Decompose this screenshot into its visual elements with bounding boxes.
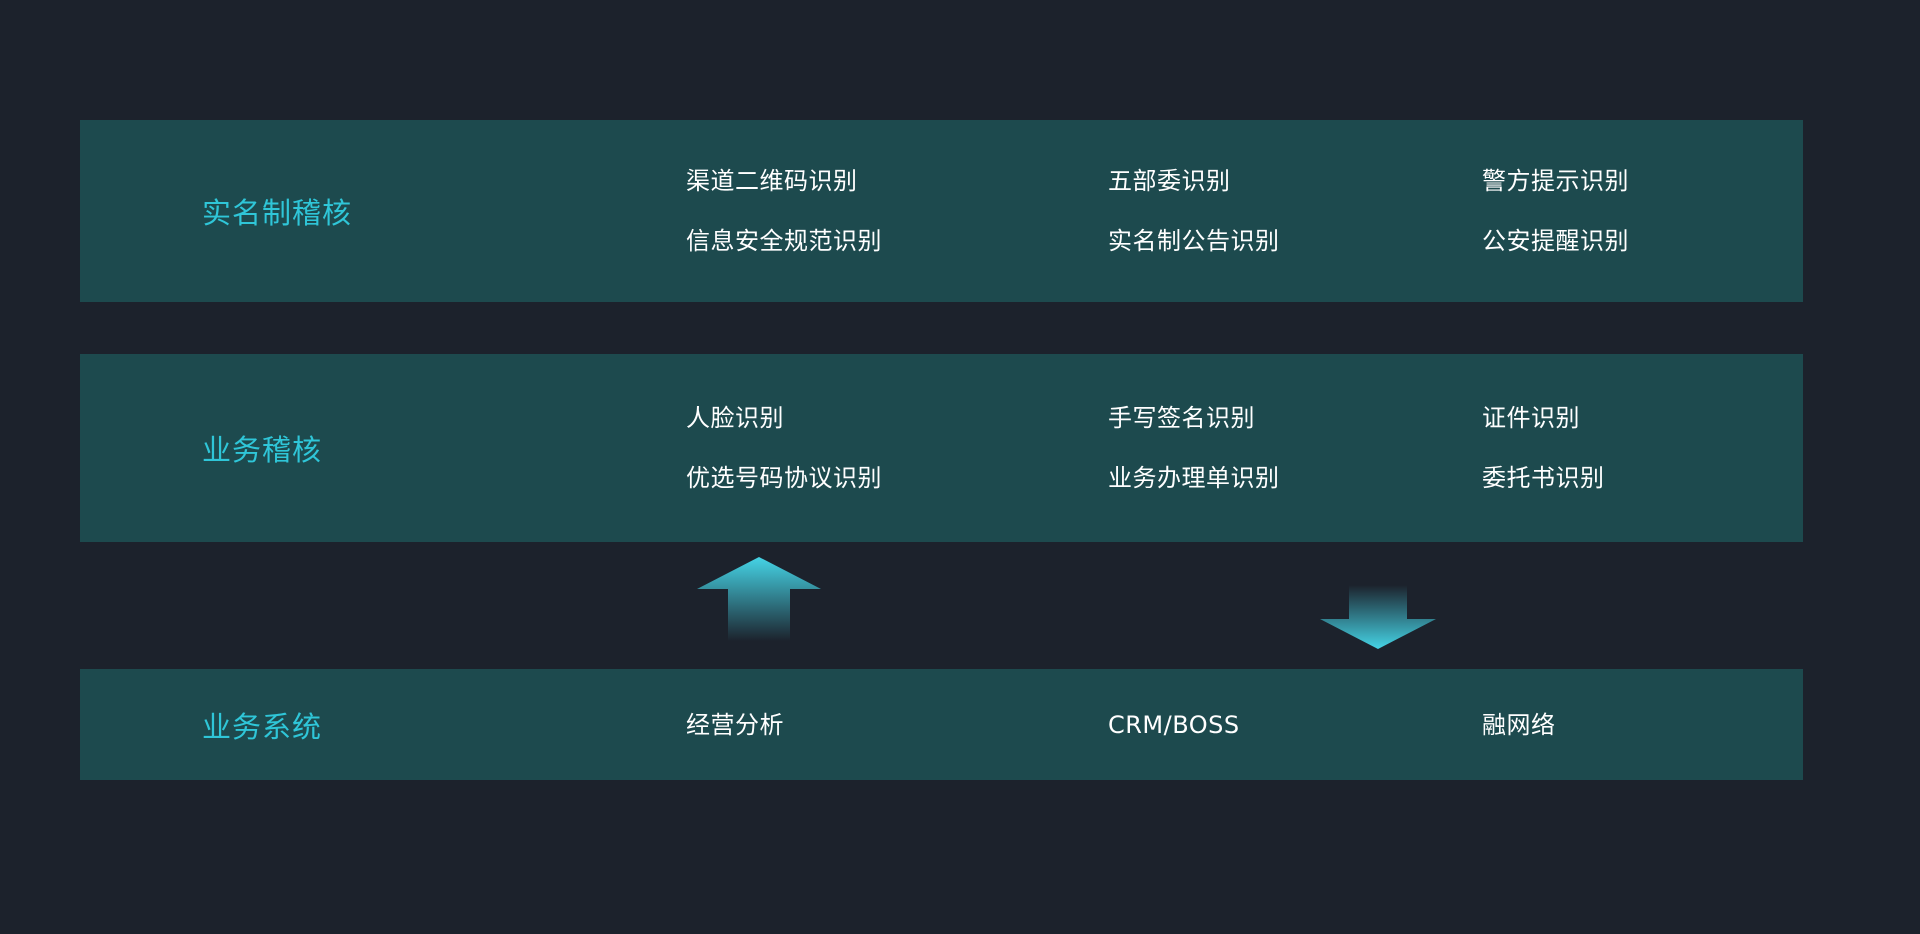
audit-item: 业务办理单识别 xyxy=(1108,464,1280,492)
band-column: CRM/BOSS xyxy=(1108,708,1482,742)
system-item: 经营分析 xyxy=(686,710,784,739)
band-column: 渠道二维码识别 信息安全规范识别 xyxy=(686,164,1108,258)
system-item: CRM/BOSS xyxy=(1108,710,1240,739)
system-item: 融网络 xyxy=(1482,710,1556,739)
band-business-audit: 业务稽核 人脸识别 优选号码协议识别 手写签名识别 业务办理单识别 证件识别 委… xyxy=(80,354,1803,542)
audit-item: 实名制公告识别 xyxy=(1108,227,1280,255)
band-column: 经营分析 xyxy=(686,708,1108,742)
band-title-realname-audit: 实名制稽核 xyxy=(202,196,353,230)
band-business-system: 业务系统 经营分析 CRM/BOSS 融网络 xyxy=(80,669,1803,780)
audit-item: 委托书识别 xyxy=(1482,464,1605,492)
audit-item: 五部委识别 xyxy=(1108,167,1231,195)
audit-item: 优选号码协议识别 xyxy=(686,464,882,492)
down-arrow-icon xyxy=(1320,585,1436,649)
audit-item: 渠道二维码识别 xyxy=(686,167,858,195)
audit-item: 人脸识别 xyxy=(686,404,784,432)
up-arrow-icon xyxy=(697,557,821,641)
band-column: 人脸识别 优选号码协议识别 xyxy=(686,401,1108,495)
band-column: 五部委识别 实名制公告识别 xyxy=(1108,164,1482,258)
audit-item: 公安提醒识别 xyxy=(1482,227,1629,255)
band-title-business-audit: 业务稽核 xyxy=(202,433,323,467)
band-column: 警方提示识别 公安提醒识别 xyxy=(1482,164,1803,258)
band-title-business-system: 业务系统 xyxy=(202,709,323,744)
audit-item: 手写签名识别 xyxy=(1108,404,1255,432)
audit-item: 警方提示识别 xyxy=(1482,167,1629,195)
band-column: 融网络 xyxy=(1482,708,1803,742)
audit-item: 信息安全规范识别 xyxy=(686,227,882,255)
band-column: 手写签名识别 业务办理单识别 xyxy=(1108,401,1482,495)
band-realname-audit: 实名制稽核 渠道二维码识别 信息安全规范识别 五部委识别 实名制公告识别 警方提… xyxy=(80,120,1803,302)
audit-item: 证件识别 xyxy=(1482,404,1580,432)
band-column: 证件识别 委托书识别 xyxy=(1482,401,1803,495)
